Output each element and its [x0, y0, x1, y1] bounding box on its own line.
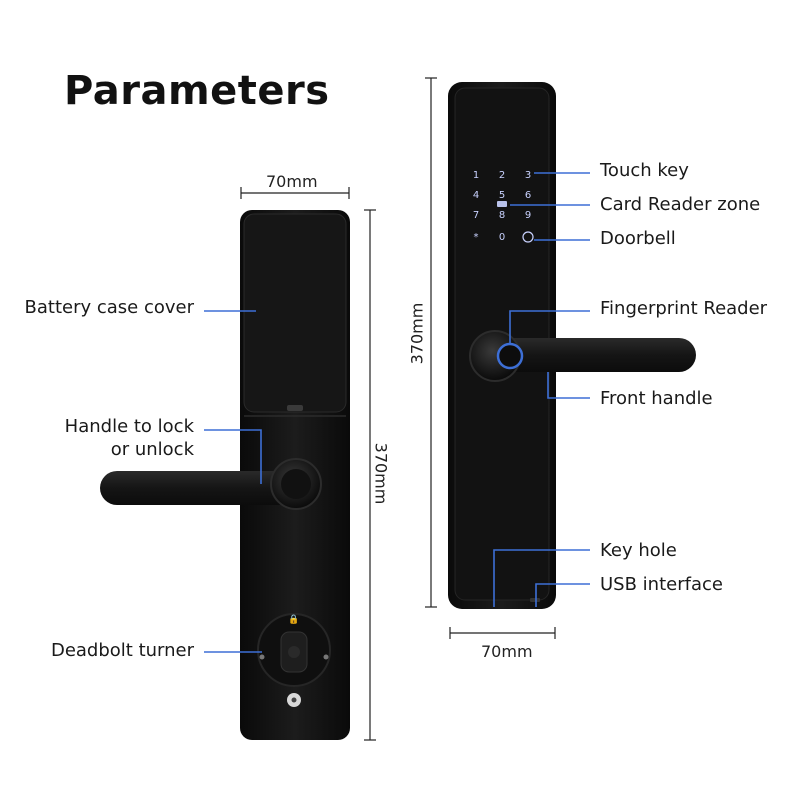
doorbell-icon[interactable]	[522, 231, 534, 243]
handle-lock-label-line2: or unlock	[110, 439, 194, 460]
handle-lock-label-line1: Handle to lock	[64, 416, 194, 437]
key-3[interactable]: 3	[525, 170, 531, 181]
key-9[interactable]: 9	[525, 210, 531, 221]
right-height-label: 370mm	[407, 302, 427, 365]
key-6[interactable]: 6	[525, 190, 531, 201]
key-4[interactable]: 4	[473, 190, 479, 201]
doorbell-label: Doorbell	[600, 228, 676, 249]
left-height-label: 370mm	[371, 442, 391, 505]
right-width-label: 70mm	[481, 642, 533, 661]
key-star[interactable]: *	[474, 232, 479, 243]
right-leader-lines	[493, 172, 590, 607]
back-handle	[100, 458, 322, 510]
usb-port	[530, 598, 540, 602]
svg-text:🔒: 🔒	[288, 614, 299, 625]
touch-key-label: Touch key	[600, 160, 689, 181]
key-5[interactable]: 5	[499, 190, 505, 201]
battery-case-cover-label: Battery case cover	[24, 297, 194, 318]
key-8[interactable]: 8	[499, 210, 505, 221]
keypad: 1 2 3 4 5 6 7 8 9 * 0	[473, 170, 534, 243]
card-reader-icon	[497, 201, 507, 207]
left-dimension-lines	[240, 187, 376, 741]
fingerprint-reader[interactable]	[496, 342, 524, 370]
deadbolt-turner: 🔒	[257, 613, 331, 687]
front-lock: 1 2 3 4 5 6 7 8 9 * 0	[448, 82, 696, 609]
key-hole-label: Key hole	[600, 540, 677, 561]
back-lock: 🔒	[100, 210, 350, 740]
battery-cover	[243, 213, 347, 413]
key-0[interactable]: 0	[499, 232, 505, 243]
battery-latch	[287, 405, 303, 411]
key-2[interactable]: 2	[499, 170, 505, 181]
deadbolt-turner-label: Deadbolt turner	[50, 640, 194, 661]
card-reader-label: Card Reader zone	[600, 194, 761, 215]
left-leader-lines	[204, 310, 262, 653]
key-7[interactable]: 7	[473, 210, 479, 221]
usb-interface-label: USB interface	[600, 574, 723, 595]
right-dimension-lines	[425, 77, 556, 639]
front-handle	[469, 330, 696, 382]
key-1[interactable]: 1	[473, 170, 479, 181]
front-handle-label: Front handle	[600, 388, 713, 409]
left-width-label: 70mm	[266, 172, 318, 191]
fingerprint-reader-label: Fingerprint Reader	[600, 298, 768, 319]
page-title: Parameters	[64, 68, 330, 114]
